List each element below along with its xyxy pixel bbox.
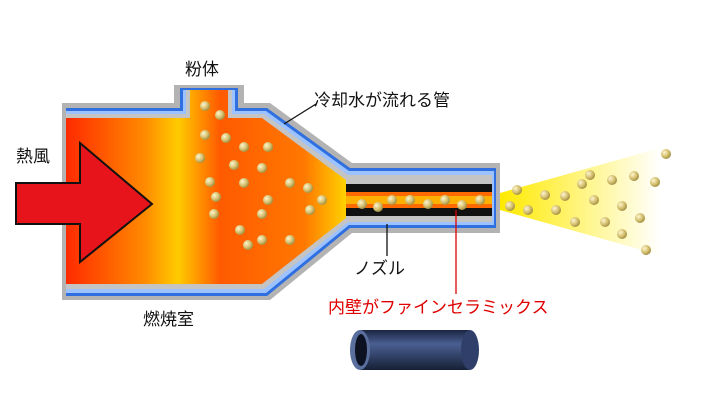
particle: [263, 195, 273, 205]
particle: [607, 175, 617, 185]
particle: [570, 217, 580, 227]
particle: [200, 130, 210, 140]
particle: [512, 185, 522, 195]
particle: [617, 229, 627, 239]
particle: [589, 195, 599, 205]
particle: [257, 235, 267, 245]
particle: [357, 199, 367, 209]
particle: [239, 178, 249, 188]
particle: [285, 178, 295, 188]
particle: [239, 142, 249, 152]
particle: [195, 153, 205, 163]
nozzle-bore-glow: [346, 196, 492, 204]
particle: [373, 202, 383, 212]
ceramic-tube-bore: [355, 334, 367, 366]
particle: [285, 235, 295, 245]
cooling-pipe-leader: [283, 103, 317, 125]
powder-particles: [195, 101, 671, 255]
particle: [629, 171, 639, 181]
particle: [200, 101, 210, 111]
particle: [560, 191, 570, 201]
particle: [617, 201, 627, 211]
combustion-chamber-interior: [66, 90, 346, 284]
particle: [211, 192, 221, 202]
particle: [235, 225, 245, 235]
powder-label: 粉体: [185, 60, 219, 80]
particle: [405, 195, 415, 205]
particle: [257, 163, 267, 173]
spray-cone: [500, 148, 660, 255]
particle: [215, 110, 225, 120]
particle: [387, 195, 397, 205]
particle: [661, 149, 671, 159]
hot-air-label: 熱風: [16, 147, 50, 167]
particle: [551, 205, 561, 215]
particle: [641, 245, 651, 255]
ceramic-tube-body: [360, 330, 470, 370]
particle: [257, 209, 267, 219]
particle: [577, 179, 587, 189]
particle: [305, 205, 315, 215]
particle: [303, 183, 313, 193]
particle: [457, 200, 467, 210]
nozzle-label: ノズル: [354, 259, 405, 279]
inner-wall-label: 内壁がファインセラミックス: [328, 298, 549, 318]
combustion-chamber-label: 燃焼室: [143, 310, 194, 330]
particle: [440, 195, 450, 205]
particle: [263, 142, 273, 152]
particle: [523, 205, 533, 215]
ceramic-tube-illustration: [350, 330, 479, 370]
particle: [635, 213, 645, 223]
particle: [229, 160, 239, 170]
particle: [650, 177, 660, 187]
particle: [221, 133, 231, 143]
particle: [475, 195, 485, 205]
particle: [209, 209, 219, 219]
particle: [540, 190, 550, 200]
particle: [600, 217, 610, 227]
particle: [505, 201, 515, 211]
particle: [317, 195, 327, 205]
cooling-pipe-label: 冷却水が流れる管: [314, 91, 450, 111]
hot-air-arrow: [15, 140, 154, 265]
ceramic-tube-end: [461, 330, 479, 370]
particle: [423, 199, 433, 209]
particle: [243, 240, 253, 250]
particle: [585, 170, 595, 180]
particle: [205, 177, 215, 187]
